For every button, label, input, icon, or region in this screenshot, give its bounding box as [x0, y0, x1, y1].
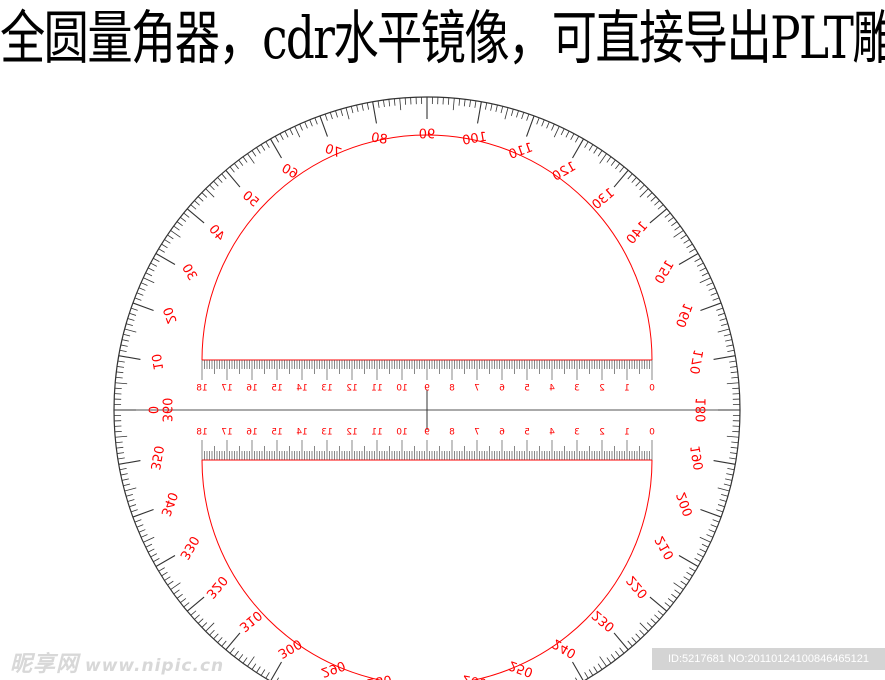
degree-label: 200: [674, 490, 697, 518]
svg-text:18: 18: [196, 428, 208, 438]
svg-text:1: 1: [624, 428, 630, 438]
degree-label: 300: [275, 635, 304, 660]
svg-text:16: 16: [246, 384, 258, 394]
degree-label: 280: [366, 671, 393, 680]
degree-label: 260: [461, 671, 488, 680]
svg-text:3: 3: [574, 384, 580, 394]
degree-label: 80: [370, 130, 389, 148]
degree-label: 190: [688, 444, 707, 471]
svg-text:15: 15: [271, 384, 282, 394]
svg-text:2: 2: [599, 428, 605, 438]
svg-text:14: 14: [296, 428, 308, 438]
degree-label: 320: [203, 572, 230, 601]
svg-text:11: 11: [371, 384, 382, 394]
degree-label: 350: [147, 444, 166, 471]
svg-text:0: 0: [649, 428, 655, 438]
svg-text:5: 5: [524, 384, 530, 394]
svg-text:4: 4: [549, 428, 555, 438]
degree-label: 40: [205, 222, 227, 244]
svg-text:6: 6: [499, 428, 505, 438]
svg-text:16: 16: [246, 428, 258, 438]
svg-text:9: 9: [424, 384, 430, 394]
degree-label: 240: [550, 635, 579, 660]
svg-text:11: 11: [371, 428, 382, 438]
svg-text:14: 14: [296, 384, 308, 394]
degree-label: 100: [461, 130, 488, 149]
svg-text:10: 10: [396, 428, 408, 438]
degree-label: 30: [178, 262, 199, 284]
watermark-url: www.nipic.cn: [85, 656, 225, 676]
svg-text:7: 7: [474, 384, 480, 394]
degree-label: 60: [279, 161, 301, 182]
svg-text:18: 18: [196, 384, 208, 394]
svg-text:4: 4: [549, 384, 555, 394]
degree-label: 0: [145, 406, 160, 414]
svg-text:8: 8: [449, 428, 455, 438]
svg-text:10: 10: [396, 384, 408, 394]
degree-label: 340: [157, 490, 180, 518]
svg-text:17: 17: [221, 384, 232, 394]
watermark-logo-text: 昵享网: [10, 652, 80, 677]
degree-label: 70: [323, 142, 344, 162]
svg-text:12: 12: [346, 428, 357, 438]
degree-label: 120: [550, 159, 579, 184]
degree-label: 140: [624, 219, 651, 248]
degree-label: 220: [624, 572, 651, 601]
svg-text:0: 0: [649, 384, 655, 394]
svg-text:17: 17: [221, 428, 232, 438]
degree-label: 160: [674, 302, 697, 330]
degree-label: 330: [176, 533, 201, 562]
degree-label: 10: [147, 353, 165, 372]
svg-text:15: 15: [271, 428, 282, 438]
degree-label: 20: [159, 306, 179, 327]
svg-text:13: 13: [321, 384, 332, 394]
svg-text:6: 6: [499, 384, 505, 394]
svg-text:9: 9: [424, 428, 430, 438]
svg-text:3: 3: [574, 428, 580, 438]
watermark-id: ID:5217681 NO:20110124100846465121: [652, 648, 885, 670]
inner-semicircle-guides: [201, 134, 653, 680]
degree-label: 210: [652, 533, 677, 562]
svg-text:360: 360: [159, 398, 174, 423]
degree-label: 270: [415, 678, 440, 680]
svg-text:12: 12: [346, 384, 357, 394]
degree-label: 150: [652, 258, 677, 287]
svg-text:2: 2: [599, 384, 605, 394]
degree-label: 50: [239, 188, 261, 210]
svg-text:7: 7: [474, 428, 480, 438]
degree-label: 170: [688, 349, 707, 376]
ruler-bands: 0011223344556677889910101111121213131414…: [196, 359, 655, 461]
svg-text:13: 13: [321, 428, 332, 438]
svg-text:5: 5: [524, 428, 530, 438]
svg-text:8: 8: [449, 384, 455, 394]
degree-label: 180: [695, 398, 710, 423]
svg-text:1: 1: [624, 384, 630, 394]
